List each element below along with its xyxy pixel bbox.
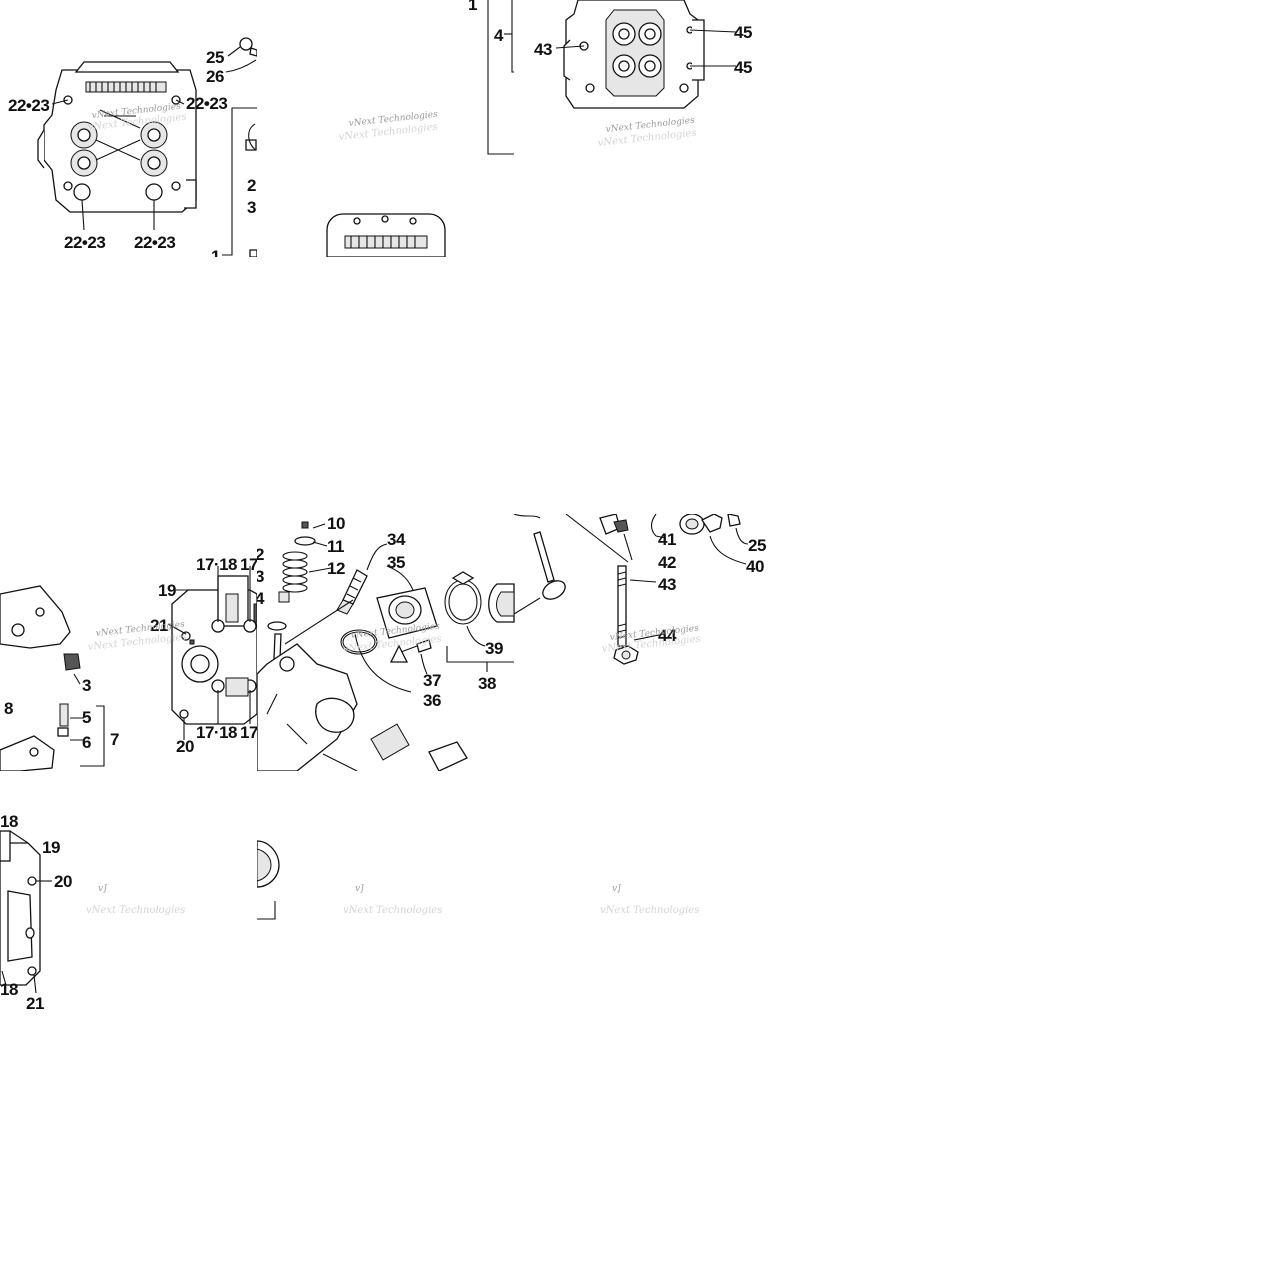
watermark-small: v] <box>98 884 107 894</box>
label-22-23: 22•23 <box>8 96 49 115</box>
label-1: 1 <box>468 0 477 14</box>
label-25: 25 <box>748 536 766 555</box>
label-7: 7 <box>110 730 119 749</box>
label-5: 5 <box>82 708 91 727</box>
label-43: 43 <box>658 575 676 594</box>
label-3: 3 <box>247 198 256 217</box>
label-39: 39 <box>485 639 503 658</box>
label-3: 3 <box>257 567 264 586</box>
label-35: 35 <box>387 553 405 572</box>
label-19: 19 <box>158 581 176 600</box>
blank-fragment-drawing: v] vNext Technologies <box>600 884 699 916</box>
label-41: 41 <box>658 530 676 549</box>
label-26: 26 <box>206 67 224 86</box>
label-17: 17 <box>240 555 257 574</box>
label-3: 3 <box>82 676 91 695</box>
label-36: 36 <box>423 691 441 710</box>
label-25: 25 <box>206 48 224 67</box>
label-22-23: 22•23 <box>64 233 105 252</box>
label-11: 11 <box>327 537 344 556</box>
label-42: 42 <box>658 553 676 572</box>
diagram-tile-head-side: vNext Technologies vNext Technologies <box>257 0 514 257</box>
diagram-tile-blank: v] vNext Technologies <box>514 771 771 1028</box>
head-top-drawing: 25 26 22•23 22•23 22•23 22•23 2 3 1 vNex… <box>8 37 257 257</box>
watermark-small: v] <box>612 884 621 894</box>
diagram-tile-head-bottom: 1 4 43 45 45 vNext Technologies vNext Te… <box>514 0 771 257</box>
diagram-tile-head-fragment: 18 19 20 18 21 v] vNext Technologies <box>0 771 257 1028</box>
watermark-small: v] <box>355 884 364 894</box>
diagram-tile-rocker: 8 5 6 7 3 17·18 17 19 21 20 17·18 17 vNe… <box>0 514 257 771</box>
label-17-18: 17·18 <box>196 723 237 742</box>
label-6: 6 <box>82 733 91 752</box>
label-22-23: 22•23 <box>134 233 175 252</box>
label-45: 45 <box>734 23 752 42</box>
label-10: 10 <box>327 514 345 533</box>
head-bottom-drawing: 1 4 43 45 45 vNext Technologies vNext Te… <box>534 0 752 149</box>
diagram-tile-bracket: 1 4 <box>458 0 514 160</box>
label-44: 44 <box>658 626 677 645</box>
label-19: 19 <box>42 838 60 857</box>
diagram-tile-bushing-fragment: v] vNext Technologies <box>257 771 514 1028</box>
label-20: 20 <box>54 872 72 891</box>
label-18: 18 <box>0 812 18 831</box>
intake-drawing: 2 3 4 <box>257 514 514 771</box>
label-12: 12 <box>327 559 345 578</box>
label-20: 20 <box>176 737 194 756</box>
diagram-tile-intake: 2 3 4 <box>257 514 514 771</box>
label-1: 1 <box>211 247 220 257</box>
head-side-drawing: vNext Technologies vNext Technologies <box>326 110 446 257</box>
label-40: 40 <box>746 557 764 576</box>
label-4: 4 <box>494 26 504 45</box>
label-21: 21 <box>26 994 44 1013</box>
watermark-text: vNext Technologies <box>600 905 699 916</box>
diagram-tile-head-top: 25 26 22•23 22•23 22•23 22•23 2 3 1 vNex… <box>0 0 257 257</box>
label-17-18: 17·18 <box>196 555 237 574</box>
label-22-23: 22•23 <box>186 94 227 113</box>
label-45: 45 <box>734 58 752 77</box>
label-34: 34 <box>387 530 406 549</box>
bracket-drawing: 1 4 <box>468 0 514 155</box>
diagram-tile-valve: 41 42 43 44 25 40 vNext Technologies vNe… <box>514 514 771 771</box>
rocker-drawing: 8 5 6 7 3 17·18 17 19 21 20 17·18 17 vNe… <box>0 555 257 771</box>
watermark-text: vNext Technologies <box>86 905 185 916</box>
label-4: 4 <box>257 589 265 608</box>
label-18: 18 <box>0 980 18 999</box>
label-2: 2 <box>257 545 264 564</box>
label-8: 8 <box>4 699 13 718</box>
bushing-fragment-drawing: v] vNext Technologies <box>257 840 442 920</box>
label-43: 43 <box>534 40 552 59</box>
label-38: 38 <box>478 674 496 693</box>
valve-drawing: 41 42 43 44 25 40 vNext Technologies vNe… <box>514 514 766 665</box>
watermark-text: vNext Technologies <box>343 905 442 916</box>
head-fragment-drawing: 18 19 20 18 21 v] vNext Technologies <box>0 812 185 1013</box>
label-37: 37 <box>423 671 441 690</box>
label-21: 21 <box>150 616 168 635</box>
label-17: 17 <box>240 723 257 742</box>
label-2: 2 <box>247 176 256 195</box>
